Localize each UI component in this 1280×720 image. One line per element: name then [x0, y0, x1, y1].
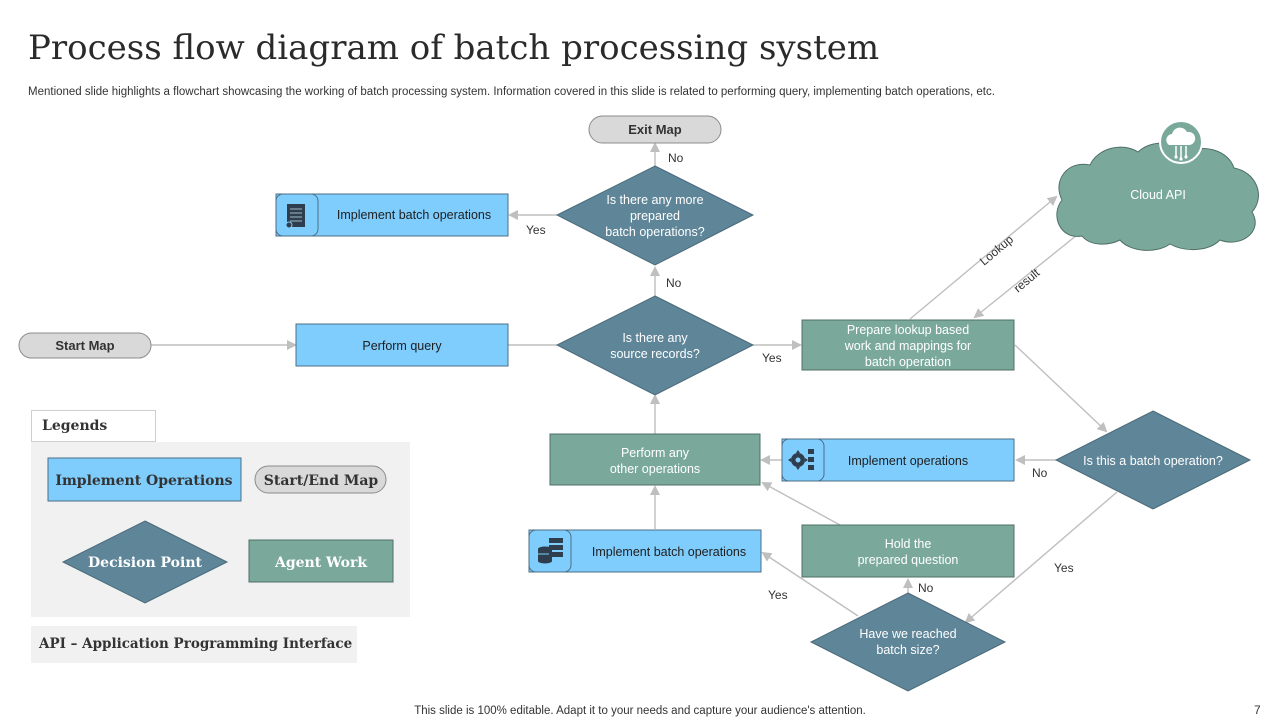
legend-decision-swatch: Decision Point — [61, 520, 229, 604]
edge-label-no: No — [918, 581, 934, 595]
edge-label-yes: Yes — [1054, 561, 1074, 575]
perform-query-node: Perform query — [295, 323, 509, 367]
edge-label-lookup: Lookup — [977, 232, 1016, 268]
start-map-node: Start Map — [18, 332, 152, 359]
legend-decision-label: Decision Point — [88, 555, 202, 571]
legend-implement-swatch: Implement Operations — [47, 457, 242, 502]
legend-start-end-swatch: Start/End Map — [254, 465, 387, 494]
decision-batch-size-line: Have we reached — [859, 627, 956, 641]
decision-more-batch-line: batch operations? — [605, 225, 704, 239]
edge-prepare-batchop — [1014, 344, 1108, 433]
legend-panel: Implement Operations Start/End Map Decis… — [31, 442, 410, 617]
footer-note: This slide is 100% editable. Adapt it to… — [414, 705, 866, 717]
hold-question-node: Hold the prepared question — [801, 524, 1015, 578]
edge-batchop-size — [964, 491, 1118, 624]
implement-batch-bottom-label: Implement batch operations — [592, 545, 746, 559]
edge-label-yes: Yes — [768, 588, 788, 602]
decision-batch-op-node: Is this a batch operation? — [1054, 410, 1252, 510]
cloud-api-node: Cloud API — [1056, 120, 1259, 251]
implement-operations-node: Implement operations — [781, 438, 1015, 482]
page-title: Process flow diagram of batch processing… — [28, 28, 880, 68]
decision-batch-size-line: batch size? — [876, 643, 939, 657]
exit-map-label: Exit Map — [628, 122, 682, 137]
decision-source-node: Is there any source records? — [555, 295, 755, 396]
implement-batch-top-label: Implement batch operations — [337, 208, 491, 222]
api-abbreviation-note: API – Application Programming Interface — [31, 626, 357, 663]
perform-query-label: Perform query — [362, 339, 442, 353]
perform-other-node: Perform any other operations — [549, 433, 761, 486]
decision-more-batch-line: Is there any more — [606, 193, 703, 207]
perform-other-line: Perform any — [621, 446, 690, 460]
edge-label-no: No — [668, 151, 684, 165]
edge-label-no: No — [666, 276, 682, 290]
edge-label-yes: Yes — [762, 351, 782, 365]
edge-cloud-prepare — [973, 230, 1083, 319]
implement-operations-label: Implement operations — [848, 454, 968, 468]
legend-implement-label: Implement Operations — [55, 473, 232, 489]
decision-source-line: Is there any — [622, 331, 688, 345]
hold-question-line: Hold the — [885, 537, 932, 551]
hold-question-line: prepared question — [858, 553, 959, 567]
cloud-circuit-icon — [1159, 120, 1203, 164]
legend-shapes: Implement Operations Start/End Map Decis… — [47, 457, 394, 604]
edge-prepare-cloud — [909, 195, 1058, 320]
prepare-lookup-line: batch operation — [865, 355, 951, 369]
decision-more-batch-line: prepared — [630, 209, 680, 223]
perform-other-line: other operations — [610, 462, 700, 476]
database-icon — [538, 538, 563, 564]
legend-agent-label: Agent Work — [274, 555, 367, 571]
cloud-api-label: Cloud API — [1130, 188, 1186, 202]
edge-hold-other — [761, 482, 841, 526]
legend-agent-swatch: Agent Work — [248, 539, 394, 583]
page-number: 7 — [1254, 703, 1261, 717]
decision-batch-size-node: Have we reached batch size? — [809, 592, 1007, 692]
prepare-lookup-line: work and mappings for — [844, 339, 971, 353]
implement-batch-top-node: Implement batch operations — [275, 193, 509, 237]
page-subtitle: Mentioned slide highlights a flowchart s… — [28, 86, 995, 98]
legend-heading: Legends — [31, 410, 156, 442]
decision-source-line: source records? — [610, 347, 700, 361]
edge-size-batchbottom — [761, 551, 859, 617]
decision-batch-op-label: Is this a batch operation? — [1083, 454, 1223, 468]
exit-map-node: Exit Map — [588, 115, 722, 144]
edge-label-yes: Yes — [526, 223, 546, 237]
edge-label-no: No — [1032, 466, 1048, 480]
gear-flow-icon — [788, 449, 814, 470]
connectors — [151, 142, 1118, 624]
edge-label-result: result — [1011, 265, 1043, 295]
start-map-label: Start Map — [55, 338, 114, 353]
legend-start-end-label: Start/End Map — [264, 473, 379, 489]
document-stack-icon — [285, 204, 305, 229]
prepare-lookup-node: Prepare lookup based work and mappings f… — [801, 319, 1015, 371]
decision-more-batch-node: Is there any more prepared batch operati… — [555, 165, 755, 266]
prepare-lookup-line: Prepare lookup based — [847, 323, 969, 337]
implement-batch-bottom-node: Implement batch operations — [528, 529, 762, 573]
